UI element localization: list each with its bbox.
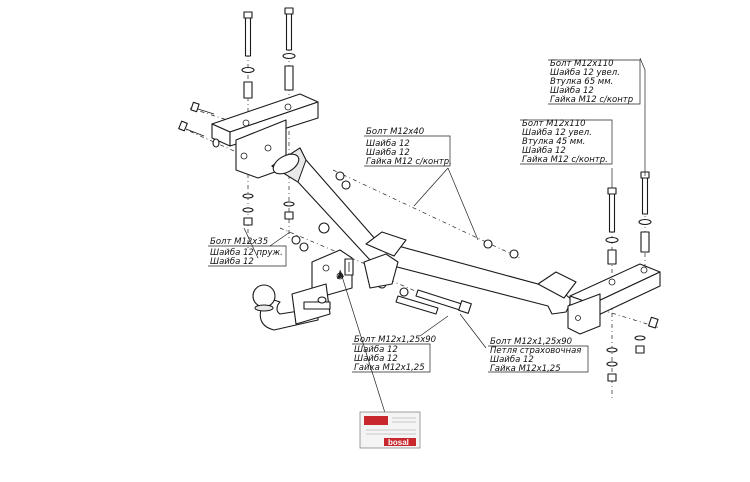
left-bracket [211,93,319,179]
callout-top-right: Болт М12х110 Шайба 12 увел. Втулка 65 мм… [548,59,641,105]
callout-mid-right-line: Шайба 12 увел. [522,128,592,138]
callout-center-line: Болт М12х40 [366,127,424,137]
callout-left-line: Болт М12х35 [210,237,268,247]
callout-bottom-right-line: Петля страховочная [490,346,581,356]
callout-center-line: Шайба 12 [366,148,410,158]
nameplate-brand: bosal [388,438,409,447]
callout-center-line: Гайка М12 с/контр. [366,157,452,167]
left-side-bolts [178,101,220,148]
callout-mid-right-line: Гайка М12 с/контр. [522,155,608,165]
callout-bottom-left: Болт М12х1,25х90 Шайба 12 Шайба 12 Гайка… [352,335,436,373]
callout-center-line: Шайба 12 [366,139,410,149]
callout-top-right-line: Шайба 12 увел. [550,68,620,78]
tow-ball-plate [311,249,399,297]
callout-bottom-left-line: Шайба 12 [354,345,398,355]
beam-fasteners [291,171,519,297]
cross-beam [271,147,577,315]
callout-left-line: Шайба 12 пруж. [210,248,283,258]
left-vertical-hardware [241,7,296,226]
callout-bottom-left-line: Шайба 12 [354,354,398,364]
long-bolts [395,289,472,315]
callout-mid-right-line: Шайба 12 [522,146,566,156]
callout-left-line: Шайба 12 [210,257,254,267]
callout-top-right-line: Гайка М12 с/контр [550,95,633,105]
callout-bottom-right-line: Болт М12х1,25х90 [490,337,572,347]
callout-bottom-left-line: Гайка М12х1,25 [354,363,425,373]
nameplate: bosal [359,411,421,449]
callout-left: Болт М12х35 Шайба 12 пруж. Шайба 12 [208,237,287,267]
callout-top-right-line: Болт М12х110 [550,59,614,69]
callout-mid-right-line: Втулка 45 мм. [522,137,585,147]
callout-mid-right: Болт М12х110 Шайба 12 увел. Втулка 45 мм… [520,119,613,165]
callout-bottom-right-line: Гайка М12х1,25 [490,364,561,374]
tow-ball-hook [252,283,331,331]
callout-bottom-left-line: Болт М12х1,25х90 [354,335,436,345]
callout-leaders [243,57,646,417]
callout-mid-right-line: Болт М12х110 [522,119,586,129]
callout-center: Болт М12х40 Шайба 12 Шайба 12 Гайка М12 … [364,127,452,167]
callout-bottom-right: Болт М12х1,25х90 Петля страховочная Шайб… [488,337,589,374]
callout-bottom-right-line: Шайба 12 [490,355,534,365]
callout-top-right-line: Шайба 12 [550,86,594,96]
right-bracket [567,263,661,335]
callout-top-right-line: Втулка 65 мм. [550,77,613,87]
